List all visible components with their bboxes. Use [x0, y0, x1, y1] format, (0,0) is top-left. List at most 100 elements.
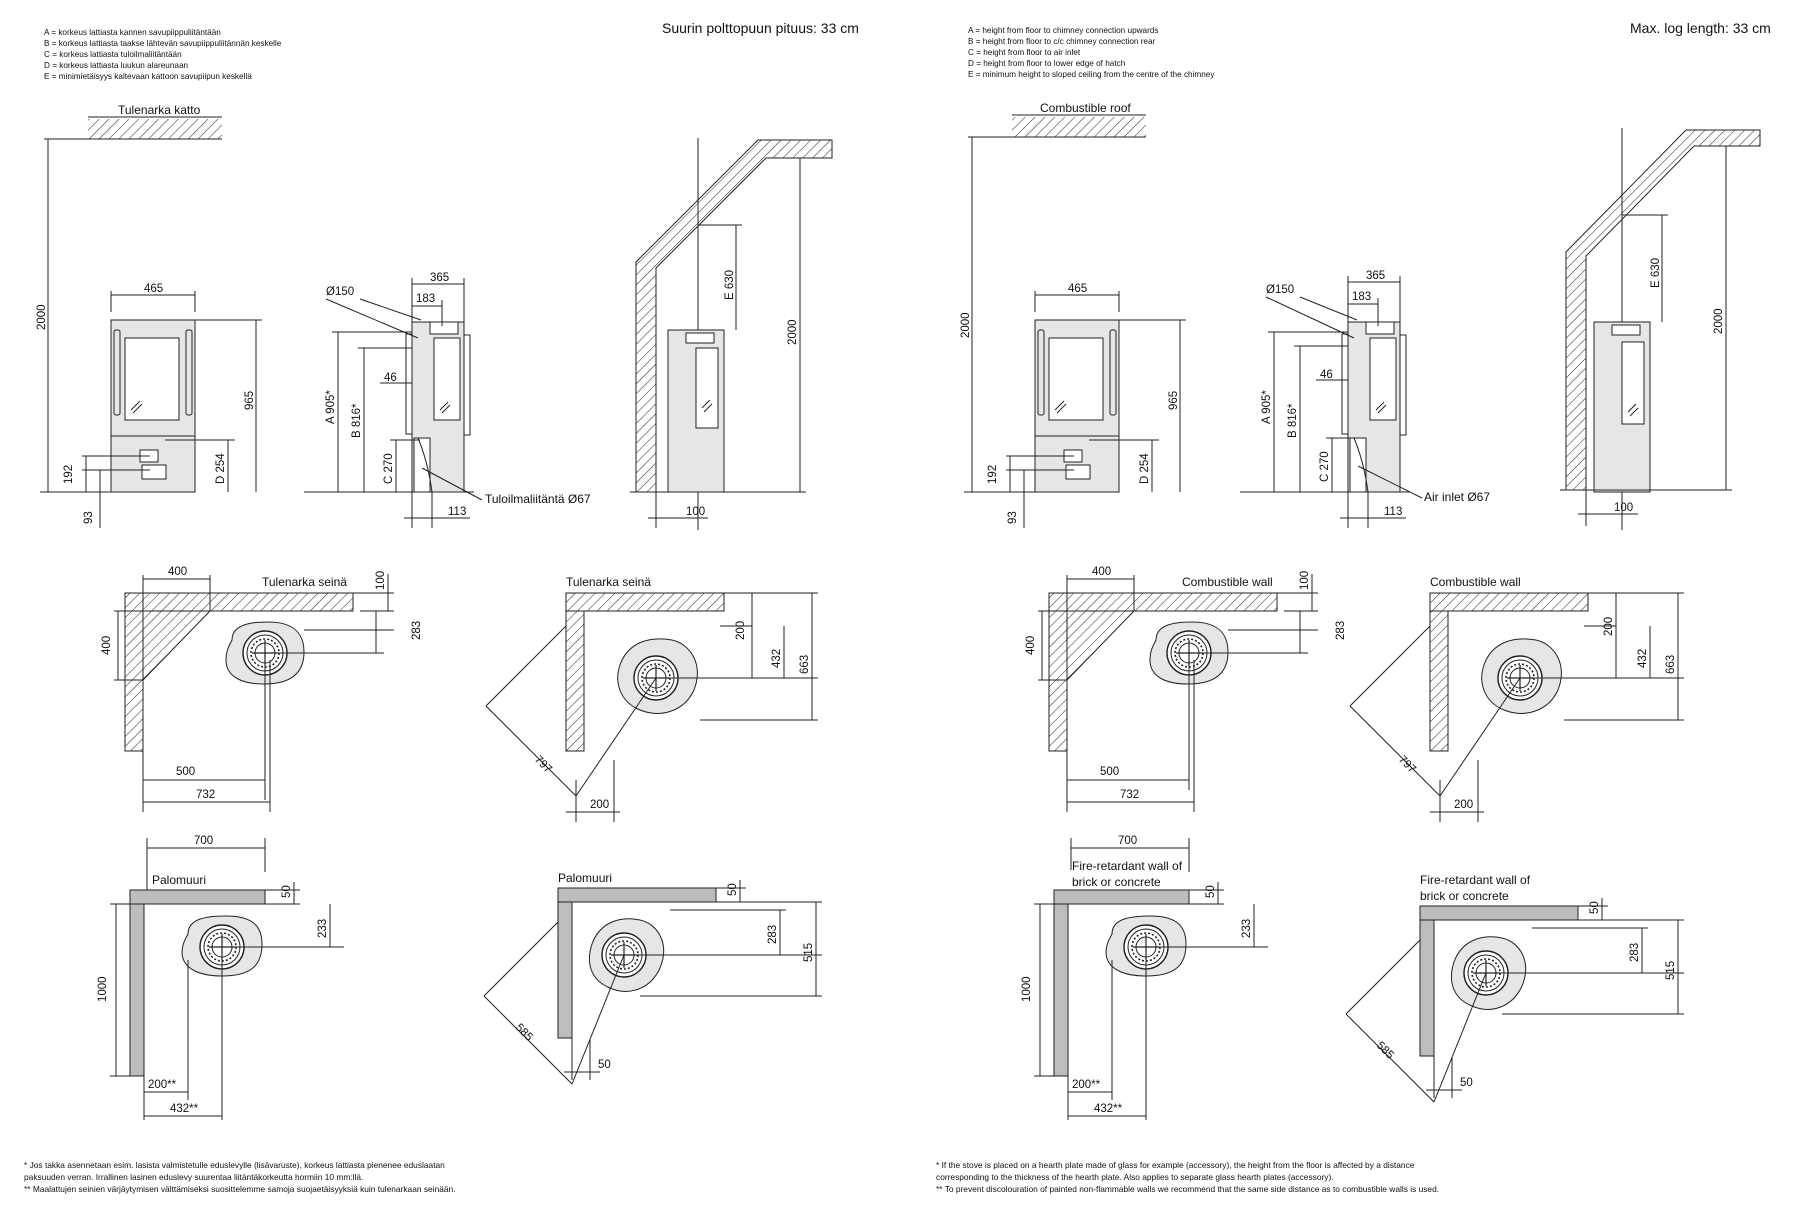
dim-label: C 270	[383, 453, 395, 484]
dim-label: 93	[1007, 511, 1019, 524]
legend-line: A = height from floor to chimney connect…	[968, 26, 1158, 35]
dim-label: 200	[590, 799, 609, 811]
firewall-clearance-a: 700 Palomuuri 50 233 1000 200** 432**	[97, 835, 344, 1120]
dim-label: 200	[1603, 617, 1615, 636]
dim-label: 50	[1460, 1077, 1473, 1089]
dim-label: 50	[1205, 885, 1217, 898]
dim-label: 2000	[36, 304, 48, 330]
dim-label: 432	[1637, 649, 1649, 668]
wall-clearance-a: Tulenarka seinä 400 400 100 283	[101, 566, 423, 812]
dim-label: 183	[1352, 291, 1371, 303]
dim-label: 2000	[787, 319, 799, 345]
dim-label: 400	[168, 566, 187, 578]
dim-label: 233	[1241, 919, 1253, 938]
footnote: corresponding to the thickness of the he…	[936, 1172, 1334, 1182]
dim-label: 283	[1629, 943, 1641, 962]
dim-label: A 905*	[325, 390, 337, 424]
wall-label: Palomuuri	[558, 871, 612, 885]
legend-line: E = minimum height to sloped ceiling fro…	[968, 70, 1215, 79]
footnotes-fi: * Jos takka asennetaan esim. lasista val…	[24, 1160, 456, 1194]
dim-label: C 270	[1319, 451, 1331, 482]
dim-label: 192	[987, 465, 999, 484]
dim-label: 797	[532, 754, 554, 776]
dim-label: Ø150	[326, 286, 354, 298]
dim-label: 585	[513, 1022, 535, 1044]
dim-label: 100	[1299, 571, 1311, 590]
dim-label: 50	[1589, 901, 1601, 914]
dim-label: 965	[244, 391, 256, 410]
dim-label: 46	[1320, 369, 1333, 381]
legend-line: D = korkeus lattiasta luukun alareunaan	[44, 61, 188, 70]
wall-label: Combustible wall	[1430, 575, 1521, 589]
footnote: ** To prevent discolouration of painted …	[936, 1184, 1439, 1194]
dim-label: 2000	[1713, 308, 1725, 334]
dim-label: 93	[83, 511, 95, 524]
dim-label: 113	[1384, 506, 1402, 518]
dim-label: 1000	[1021, 976, 1033, 1002]
legend-line: B = korkeus lattiasta taakse lähtevän sa…	[44, 39, 282, 48]
dim-label: E 630	[724, 270, 736, 300]
legend-line: A = korkeus lattiasta kannen savupiippul…	[44, 28, 221, 37]
dim-label: 500	[176, 766, 195, 778]
wall-label: Tulenarka seinä	[262, 575, 347, 589]
dim-label: 46	[384, 372, 397, 384]
wall-clearance-b: Tulenarka seinä 200 432 663 797 200	[485, 575, 818, 822]
sloped-ceiling-view: E 630 2000 100	[630, 138, 833, 530]
dim-label: 2000	[960, 312, 972, 338]
air-inlet-label: Tuloilmaliitäntä Ø67	[485, 492, 591, 506]
dim-label: 515	[1665, 961, 1677, 980]
wall-label: brick or concrete	[1072, 875, 1161, 889]
footnote: * Jos takka asennetaan esim. lasista val…	[24, 1160, 445, 1170]
dim-label: 700	[1118, 835, 1137, 847]
dim-label: 585	[1374, 1040, 1396, 1062]
firewall-clearance-b: Palomuuri 50 283 515 585 50	[483, 871, 822, 1085]
dim-label: 200**	[148, 1079, 177, 1091]
dim-label: 400	[1025, 636, 1037, 655]
dim-label: D 254	[1139, 453, 1151, 484]
dim-label: B 816*	[351, 403, 363, 438]
dim-label: 365	[1366, 270, 1385, 282]
dim-label: 100	[686, 506, 705, 518]
legend-line: E = minimietäisyys kaltevaan kattoon sav…	[44, 72, 252, 81]
wall-label: Palomuuri	[152, 873, 206, 887]
front-view: Tulenarka katto 2000 465 965	[36, 103, 262, 528]
dim-label: 100	[375, 571, 387, 590]
dim-label: 663	[799, 655, 811, 674]
legend-line: C = korkeus lattiasta tuloilmaliitäntään	[44, 50, 182, 59]
roof-label: Combustible roof	[1040, 101, 1131, 115]
wall-label: Combustible wall	[1182, 575, 1273, 589]
dim-label: 100	[1614, 502, 1633, 514]
dim-label: 233	[317, 919, 329, 938]
dim-label: E 630	[1650, 258, 1662, 288]
wall-label: Fire-retardant wall of	[1072, 859, 1183, 873]
dim-label: 113	[448, 506, 466, 518]
dim-label: 200**	[1072, 1079, 1101, 1091]
dim-label: D 254	[215, 453, 227, 484]
footnote: ** Maalattujen seinien värjäytymisen väl…	[24, 1184, 456, 1194]
footnote: * If the stove is placed on a hearth pla…	[936, 1160, 1415, 1170]
footnote: paksuuden verran. Irrallinen lasinen edu…	[24, 1172, 363, 1182]
dim-label: 1000	[97, 976, 109, 1002]
wall-label: Fire-retardant wall of	[1420, 873, 1531, 887]
dim-label: 50	[598, 1059, 611, 1071]
dim-label: 50	[727, 883, 739, 896]
dim-label: 200	[735, 621, 747, 640]
left-sheet: A = korkeus lattiasta kannen savupiippul…	[24, 20, 859, 1194]
page-title: Suurin polttopuun pituus: 33 cm	[662, 20, 859, 36]
dim-label: 797	[1396, 754, 1418, 776]
legend-fi: A = korkeus lattiasta kannen savupiippul…	[44, 28, 282, 81]
dim-label: 400	[101, 636, 113, 655]
front-view: Combustible roof 2000 465 965	[960, 101, 1186, 528]
wall-label: Tulenarka seinä	[566, 575, 651, 589]
dim-label: 500	[1100, 766, 1119, 778]
dim-label: 700	[194, 835, 213, 847]
dim-label: 432**	[1094, 1103, 1123, 1115]
dim-label: 663	[1665, 655, 1677, 674]
dim-label: 732	[1120, 789, 1139, 801]
wall-clearance-a: Combustible wall 400 400 100 283	[1025, 566, 1347, 812]
legend-en: A = height from floor to chimney connect…	[968, 26, 1215, 79]
dim-label: Ø150	[1266, 284, 1294, 296]
dim-label: 192	[63, 465, 75, 484]
roof-label: Tulenarka katto	[118, 103, 201, 117]
